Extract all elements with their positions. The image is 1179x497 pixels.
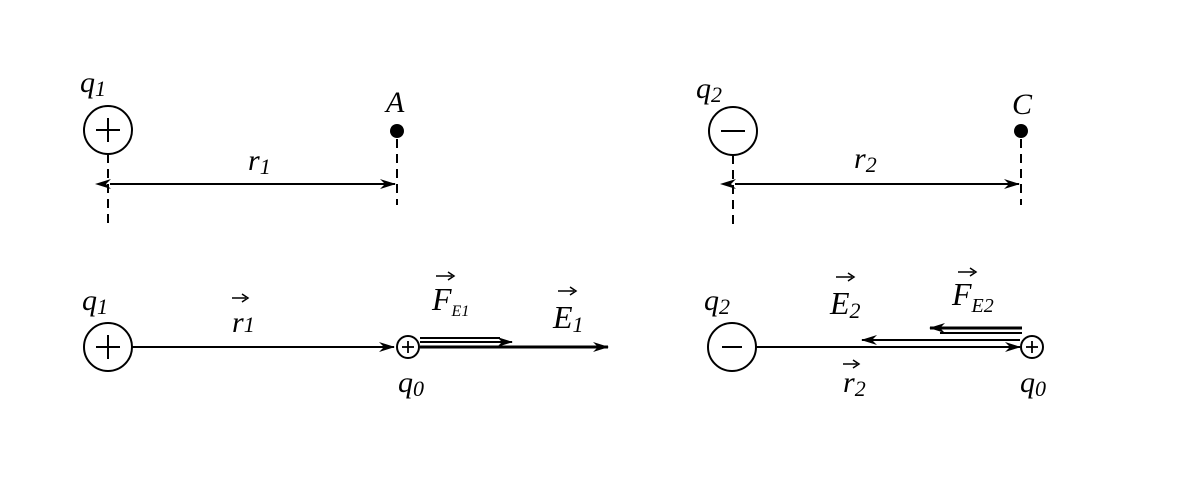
- q0-label: q0: [398, 366, 424, 401]
- bottom-right-panel: q2 r2 E2 FE2 q0: [704, 267, 1046, 401]
- field-e1-label: E1: [552, 299, 584, 337]
- vector-bar-head: [847, 272, 856, 282]
- vector-bar-head: [852, 359, 861, 369]
- distance-r1-label: r1: [248, 144, 271, 179]
- vector-bar-head: [569, 286, 578, 296]
- field-e2-label: E2: [829, 285, 861, 323]
- radius-vector-r1-label: r1: [232, 306, 255, 339]
- vector-bar-head: [241, 293, 250, 303]
- distance-r2-label: r2: [854, 142, 877, 177]
- point-a-label: A: [384, 86, 405, 119]
- point-c-dot: [1014, 124, 1028, 138]
- force-fe2-label: FE2: [951, 276, 994, 317]
- q2-label: q2: [696, 72, 722, 107]
- vector-bar-head: [969, 267, 978, 277]
- top-right-panel: q2 C r2: [696, 72, 1033, 228]
- force-fe1-label: FE1: [431, 281, 469, 320]
- vector-bar-head: [447, 271, 456, 281]
- q0-test-charge-circle: [396, 335, 420, 359]
- point-a-dot: [390, 124, 404, 138]
- radius-vector-r2-label: r2: [843, 366, 866, 401]
- q1-label: q1: [80, 66, 106, 101]
- q1-bottom-label: q1: [82, 284, 108, 319]
- bottom-left-panel: q1 r1 q0 FE1 E1: [82, 271, 609, 401]
- point-c-label: C: [1012, 88, 1033, 121]
- q0-label-right: q0: [1020, 366, 1046, 401]
- top-left-panel: q1 A r1: [80, 66, 405, 228]
- q2-bottom-label: q2: [704, 284, 730, 319]
